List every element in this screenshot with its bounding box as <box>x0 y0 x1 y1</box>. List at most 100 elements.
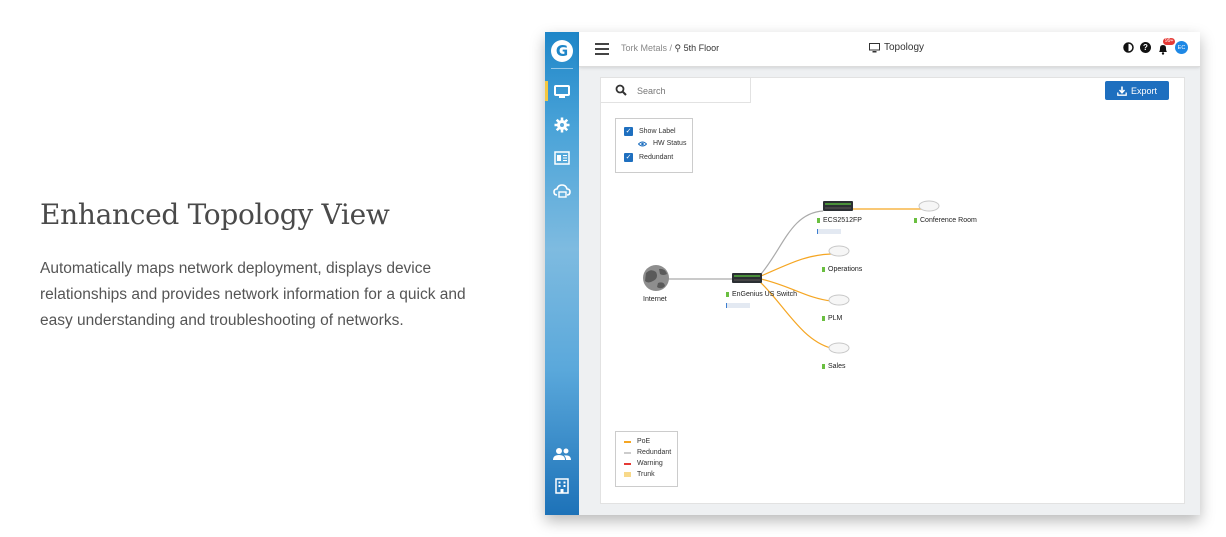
checkbox-checked-icon[interactable]: ✓ <box>624 127 633 136</box>
redundant-option[interactable]: ✓ Redundant <box>624 153 673 162</box>
sidebar-item-settings[interactable] <box>545 113 579 137</box>
breadcrumb-site[interactable]: 5th Floor <box>683 43 720 53</box>
checkbox-checked-icon[interactable]: ✓ <box>624 153 633 162</box>
export-button[interactable]: Export <box>1105 81 1169 100</box>
access-point-icon[interactable] <box>828 245 850 257</box>
top-bar: Tork Metals / ⚲ 5th Floor Topology ? 99+… <box>579 32 1200 67</box>
switch-icon[interactable] <box>732 273 762 283</box>
legend-label: PoE <box>637 438 651 445</box>
hero-title: Enhanced Topology View <box>40 198 390 231</box>
breadcrumb-org[interactable]: Tork Metals / <box>621 43 673 53</box>
legend-swatch-redundant <box>624 451 631 454</box>
sidebar-item-reports[interactable] <box>545 146 579 170</box>
app-logo[interactable]: G <box>545 36 579 66</box>
export-label: Export <box>1130 85 1157 96</box>
status-dot <box>822 364 825 369</box>
node-internet-label: Internet <box>643 296 667 303</box>
page-title-text: Topology <box>884 42 925 53</box>
notification-button[interactable]: 99+ <box>1157 37 1176 55</box>
topology-graph <box>643 200 940 354</box>
avatar[interactable]: EC <box>1175 41 1188 54</box>
legend-item: Warning <box>624 460 663 467</box>
node-sales-label: Sales <box>828 363 846 370</box>
legend: PoE Redundant Warning Trunk <box>615 431 678 487</box>
show-label-text: Show Label <box>639 128 676 135</box>
top-icons: ? 99+ EC <box>1123 37 1188 55</box>
logo-icon: G <box>551 40 573 62</box>
report-icon <box>554 151 570 165</box>
link-core-ecs <box>760 210 824 275</box>
network-icon: ⚲ <box>674 43 682 53</box>
node-internet[interactable]: Internet <box>643 296 667 303</box>
status-dot <box>822 316 825 321</box>
hero-description: Automatically maps network deployment, d… <box>40 260 466 329</box>
app-window: G Tork Metals / ⚲ 5th Floor <box>545 32 1200 515</box>
node-plm-label: PLM <box>828 315 843 322</box>
contrast-icon[interactable] <box>1123 42 1134 53</box>
legend-label: Trunk <box>637 471 655 478</box>
breadcrumb: Tork Metals / ⚲ 5th Floor <box>621 43 719 54</box>
notification-badge: 99+ <box>1163 37 1176 45</box>
legend-swatch-trunk <box>624 472 631 477</box>
hw-status-option[interactable]: HW Status <box>638 140 686 147</box>
utilization-bar <box>817 229 841 234</box>
node-conference-room[interactable]: Conference Room <box>914 217 977 224</box>
cloud-icon <box>553 184 571 198</box>
help-icon[interactable]: ? <box>1140 42 1151 53</box>
node-ecs-switch[interactable]: ECS2512FP <box>817 217 862 224</box>
access-point-icon[interactable] <box>828 342 850 354</box>
node-operations-label: Operations <box>828 266 863 273</box>
bell-icon <box>1159 44 1167 55</box>
node-ecs-switch-label: ECS2512FP <box>823 217 862 224</box>
status-dot <box>822 267 825 272</box>
topology-monitor-icon <box>869 42 880 52</box>
sidebar: G <box>545 32 579 515</box>
node-conference-room-label: Conference Room <box>920 217 977 224</box>
legend-item: Trunk <box>624 471 655 478</box>
legend-swatch-warning <box>624 462 631 465</box>
sidebar-divider <box>551 68 573 69</box>
users-icon <box>553 448 571 460</box>
menu-icon[interactable] <box>595 43 609 55</box>
active-indicator <box>545 81 548 101</box>
search-icon <box>615 84 627 96</box>
legend-label: Redundant <box>637 449 672 456</box>
sidebar-item-cloud[interactable] <box>545 179 579 203</box>
node-core-switch-label: EnGenius US Switch <box>732 291 797 298</box>
monitor-icon <box>554 85 570 98</box>
sidebar-item-monitor[interactable] <box>545 80 579 104</box>
search-input[interactable] <box>637 83 742 98</box>
building-icon <box>555 478 569 494</box>
display-options: ✓ Show Label HW Status ✓ Redundant <box>615 118 693 173</box>
eye-icon <box>638 141 647 146</box>
globe-icon[interactable] <box>643 265 669 291</box>
legend-label: Warning <box>637 460 663 467</box>
node-sales[interactable]: Sales <box>822 363 846 370</box>
legend-item: Redundant <box>624 449 671 456</box>
sidebar-item-users[interactable] <box>545 442 579 466</box>
access-point-icon[interactable] <box>828 294 850 306</box>
redundant-text: Redundant <box>639 154 674 161</box>
download-icon <box>1117 86 1127 96</box>
node-core-switch[interactable]: EnGenius US Switch <box>726 291 797 298</box>
node-plm[interactable]: PLM <box>822 315 842 322</box>
search-bar <box>601 78 751 103</box>
legend-item: PoE <box>624 438 650 445</box>
status-dot <box>914 218 917 223</box>
link-core-plm <box>760 278 832 302</box>
link-core-sales <box>758 280 832 349</box>
gear-icon <box>554 117 570 133</box>
access-point-icon[interactable] <box>918 200 940 212</box>
utilization-bar <box>726 303 750 308</box>
legend-swatch-poe <box>624 440 631 443</box>
status-dot <box>817 218 820 223</box>
hw-status-text: HW Status <box>653 140 687 147</box>
sidebar-item-buildings[interactable] <box>545 474 579 498</box>
topology-panel: Export ✓ Show Label HW Status ✓ Redundan… <box>600 77 1185 504</box>
show-label-option[interactable]: ✓ Show Label <box>624 127 676 136</box>
page-title: Topology <box>869 42 924 53</box>
link-core-operations <box>760 253 832 277</box>
status-dot <box>726 292 729 297</box>
switch-icon[interactable] <box>823 201 853 211</box>
node-operations[interactable]: Operations <box>822 266 862 273</box>
